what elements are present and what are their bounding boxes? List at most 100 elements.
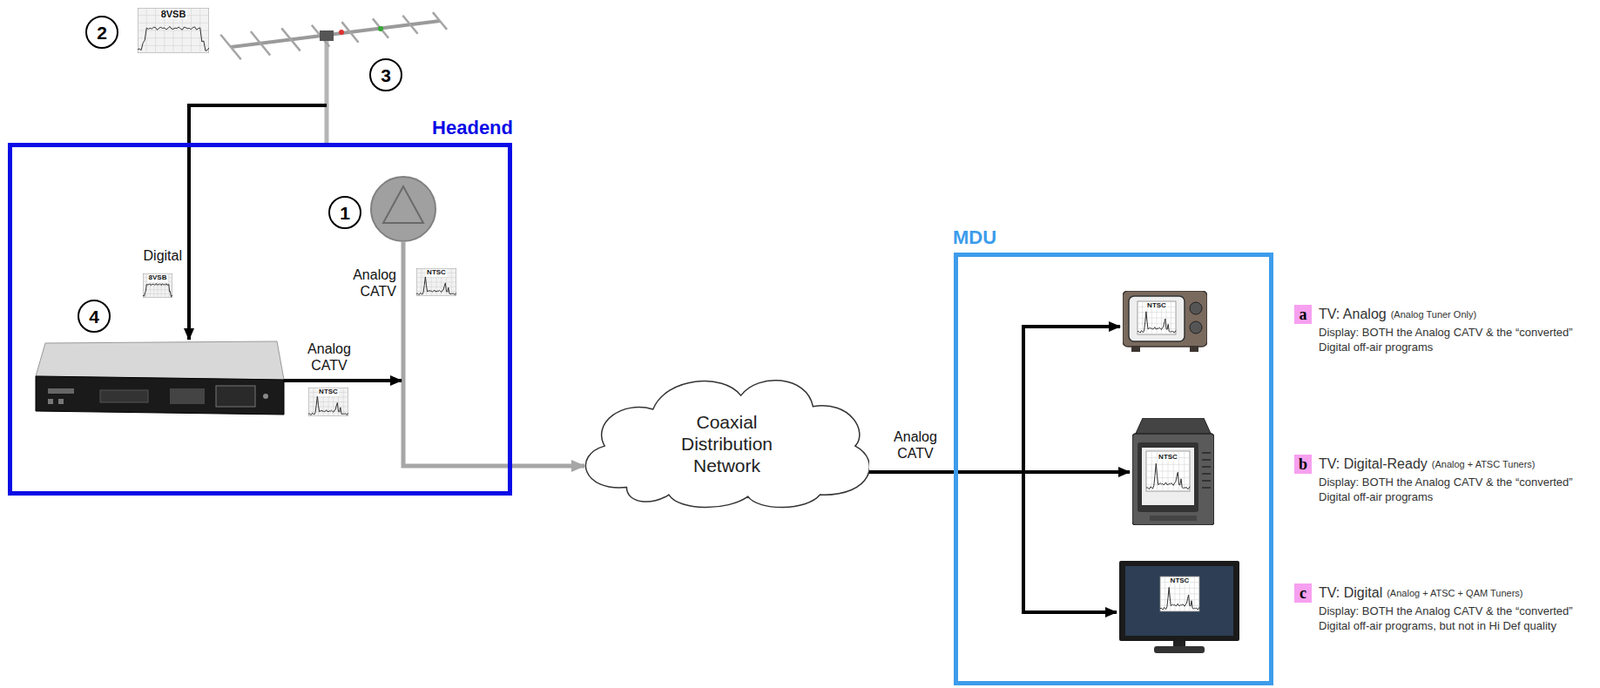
callout-circle: [78, 300, 110, 332]
spectrum-plot: [137, 22, 210, 24]
tv-drawing: [1189, 321, 1202, 334]
region-box: NTSCNTSCNTSCMDU: [953, 252, 1274, 686]
tv-drawing: [1137, 311, 1176, 313]
tv-drawing: [1201, 472, 1211, 475]
converter-device: [35, 341, 284, 380]
spectrum-plot: [137, 45, 210, 47]
signal-label: Analog CATV: [352, 266, 397, 300]
callout-number: 4: [88, 307, 100, 326]
cloud-text-holder: Coaxial Distribution Network: [584, 377, 870, 511]
tv-drawing: [1146, 477, 1190, 479]
spectrum-plot: [416, 282, 457, 284]
callout-circle: [78, 16, 402, 332]
antenna: [230, 20, 440, 48]
signal-connector: [869, 472, 1117, 613]
tv-drawing: [1146, 464, 1190, 466]
region-title: Headend: [432, 116, 514, 140]
tv-drawing: [1201, 465, 1211, 468]
tv-drawing: [1160, 599, 1200, 601]
antenna: [281, 27, 300, 51]
tv-drawing: [1137, 317, 1176, 319]
tv-drawing: [1146, 451, 1190, 492]
tv-drawing: [1137, 442, 1199, 513]
tv-drawing: [1201, 459, 1211, 461]
digital-feed-arrow: [189, 105, 327, 340]
spectrum-plot: [137, 26, 210, 51]
note-letter: b: [1294, 454, 1312, 474]
converter-output-arrow: [283, 378, 402, 383]
cloud-outline: [585, 380, 870, 508]
spectrum-plot: [137, 30, 210, 32]
tv-drawing: [1132, 433, 1215, 526]
spectrum-plot: [142, 293, 173, 295]
converter-device: [58, 398, 64, 405]
screen-signal: NTSC: [1169, 577, 1191, 585]
converter-device: [263, 393, 269, 399]
spectrum-plot: [308, 401, 349, 403]
callout-circle: [86, 16, 118, 48]
spectrum-plot: [142, 273, 173, 298]
spectrum-plot: [142, 289, 173, 291]
callout-circle: [329, 196, 361, 229]
note-text: Display: BOTH the Analog CATV & the “con…: [1318, 603, 1580, 634]
note-letter: c: [1294, 583, 1312, 603]
tv-set: NTSC: [1132, 418, 1215, 526]
tv-drawing: [1137, 301, 1176, 335]
spectrum-plot: [416, 286, 457, 288]
converter-device: [216, 385, 256, 407]
tv-drawing: [1119, 560, 1240, 642]
antenna: [250, 31, 271, 55]
spectrum-box: 8VSB: [142, 273, 173, 298]
note-title: TV: Analog: [1318, 305, 1387, 323]
antenna: [220, 34, 241, 61]
signal-type: NTSC: [317, 388, 339, 397]
tv-drawing: [1137, 311, 1176, 333]
tv-drawing: [1201, 452, 1211, 454]
tv-drawing: [1160, 594, 1200, 595]
tv-drawing: [1122, 290, 1208, 352]
callout-circle: [370, 59, 402, 91]
region-box: 8VSBNTSCNTSCHeadend: [7, 142, 513, 496]
note-subtitle: (Analog + ATSC + QAM Tuners): [1386, 587, 1523, 600]
signal-label: Analog CATV: [307, 340, 352, 374]
tv-drawing: [1137, 323, 1176, 325]
spectrum-plot: [308, 396, 349, 415]
amplifier-symbol: [383, 186, 424, 223]
spectrum-plot: [416, 268, 457, 297]
antenna: [402, 15, 418, 34]
tv-drawing: [1201, 486, 1211, 489]
note-letter: a: [1294, 304, 1312, 325]
antenna: [432, 12, 447, 30]
converter-device: [47, 388, 75, 394]
tv-drawing: [1146, 463, 1190, 489]
spectrum-plot: [137, 37, 210, 39]
tv-drawing: [1122, 290, 1208, 347]
callout-number: 3: [380, 66, 392, 85]
note-text: Display: BOTH the Analog CATV & the “con…: [1318, 324, 1580, 355]
note-title: TV: Digital-Ready: [1318, 455, 1428, 473]
converter-device: [35, 341, 284, 415]
spectrum-plot: [416, 276, 457, 295]
antenna: [372, 18, 389, 38]
antenna: [220, 12, 447, 143]
signal-type: NTSC: [425, 269, 447, 277]
tv-drawing: [1149, 515, 1197, 521]
note-subtitle: (Analog + ATSC Tuners): [1431, 459, 1536, 471]
network-cloud: Coaxial Distribution Network: [584, 377, 870, 511]
spectrum-plot: [308, 397, 349, 399]
tv-drawing: [1128, 296, 1185, 342]
spectrum-box: 8VSB: [137, 7, 210, 54]
tv-drawing: [1154, 646, 1205, 654]
tv-drawing: [1160, 587, 1200, 589]
tv-set: NTSC: [1122, 290, 1208, 352]
tv-drawing: [1146, 471, 1190, 473]
note-text: Display: BOTH the Analog CATV & the “con…: [1318, 474, 1580, 505]
spectrum-box: NTSC: [308, 387, 349, 417]
spectrum-plot: [142, 283, 173, 298]
tv-drawing: [1189, 345, 1199, 352]
callout-number: 2: [96, 23, 108, 42]
analog-feed-line: [403, 241, 513, 466]
antenna: [324, 34, 330, 143]
signal-type: 8VSB: [160, 8, 188, 20]
tv-drawing: [1141, 447, 1195, 506]
